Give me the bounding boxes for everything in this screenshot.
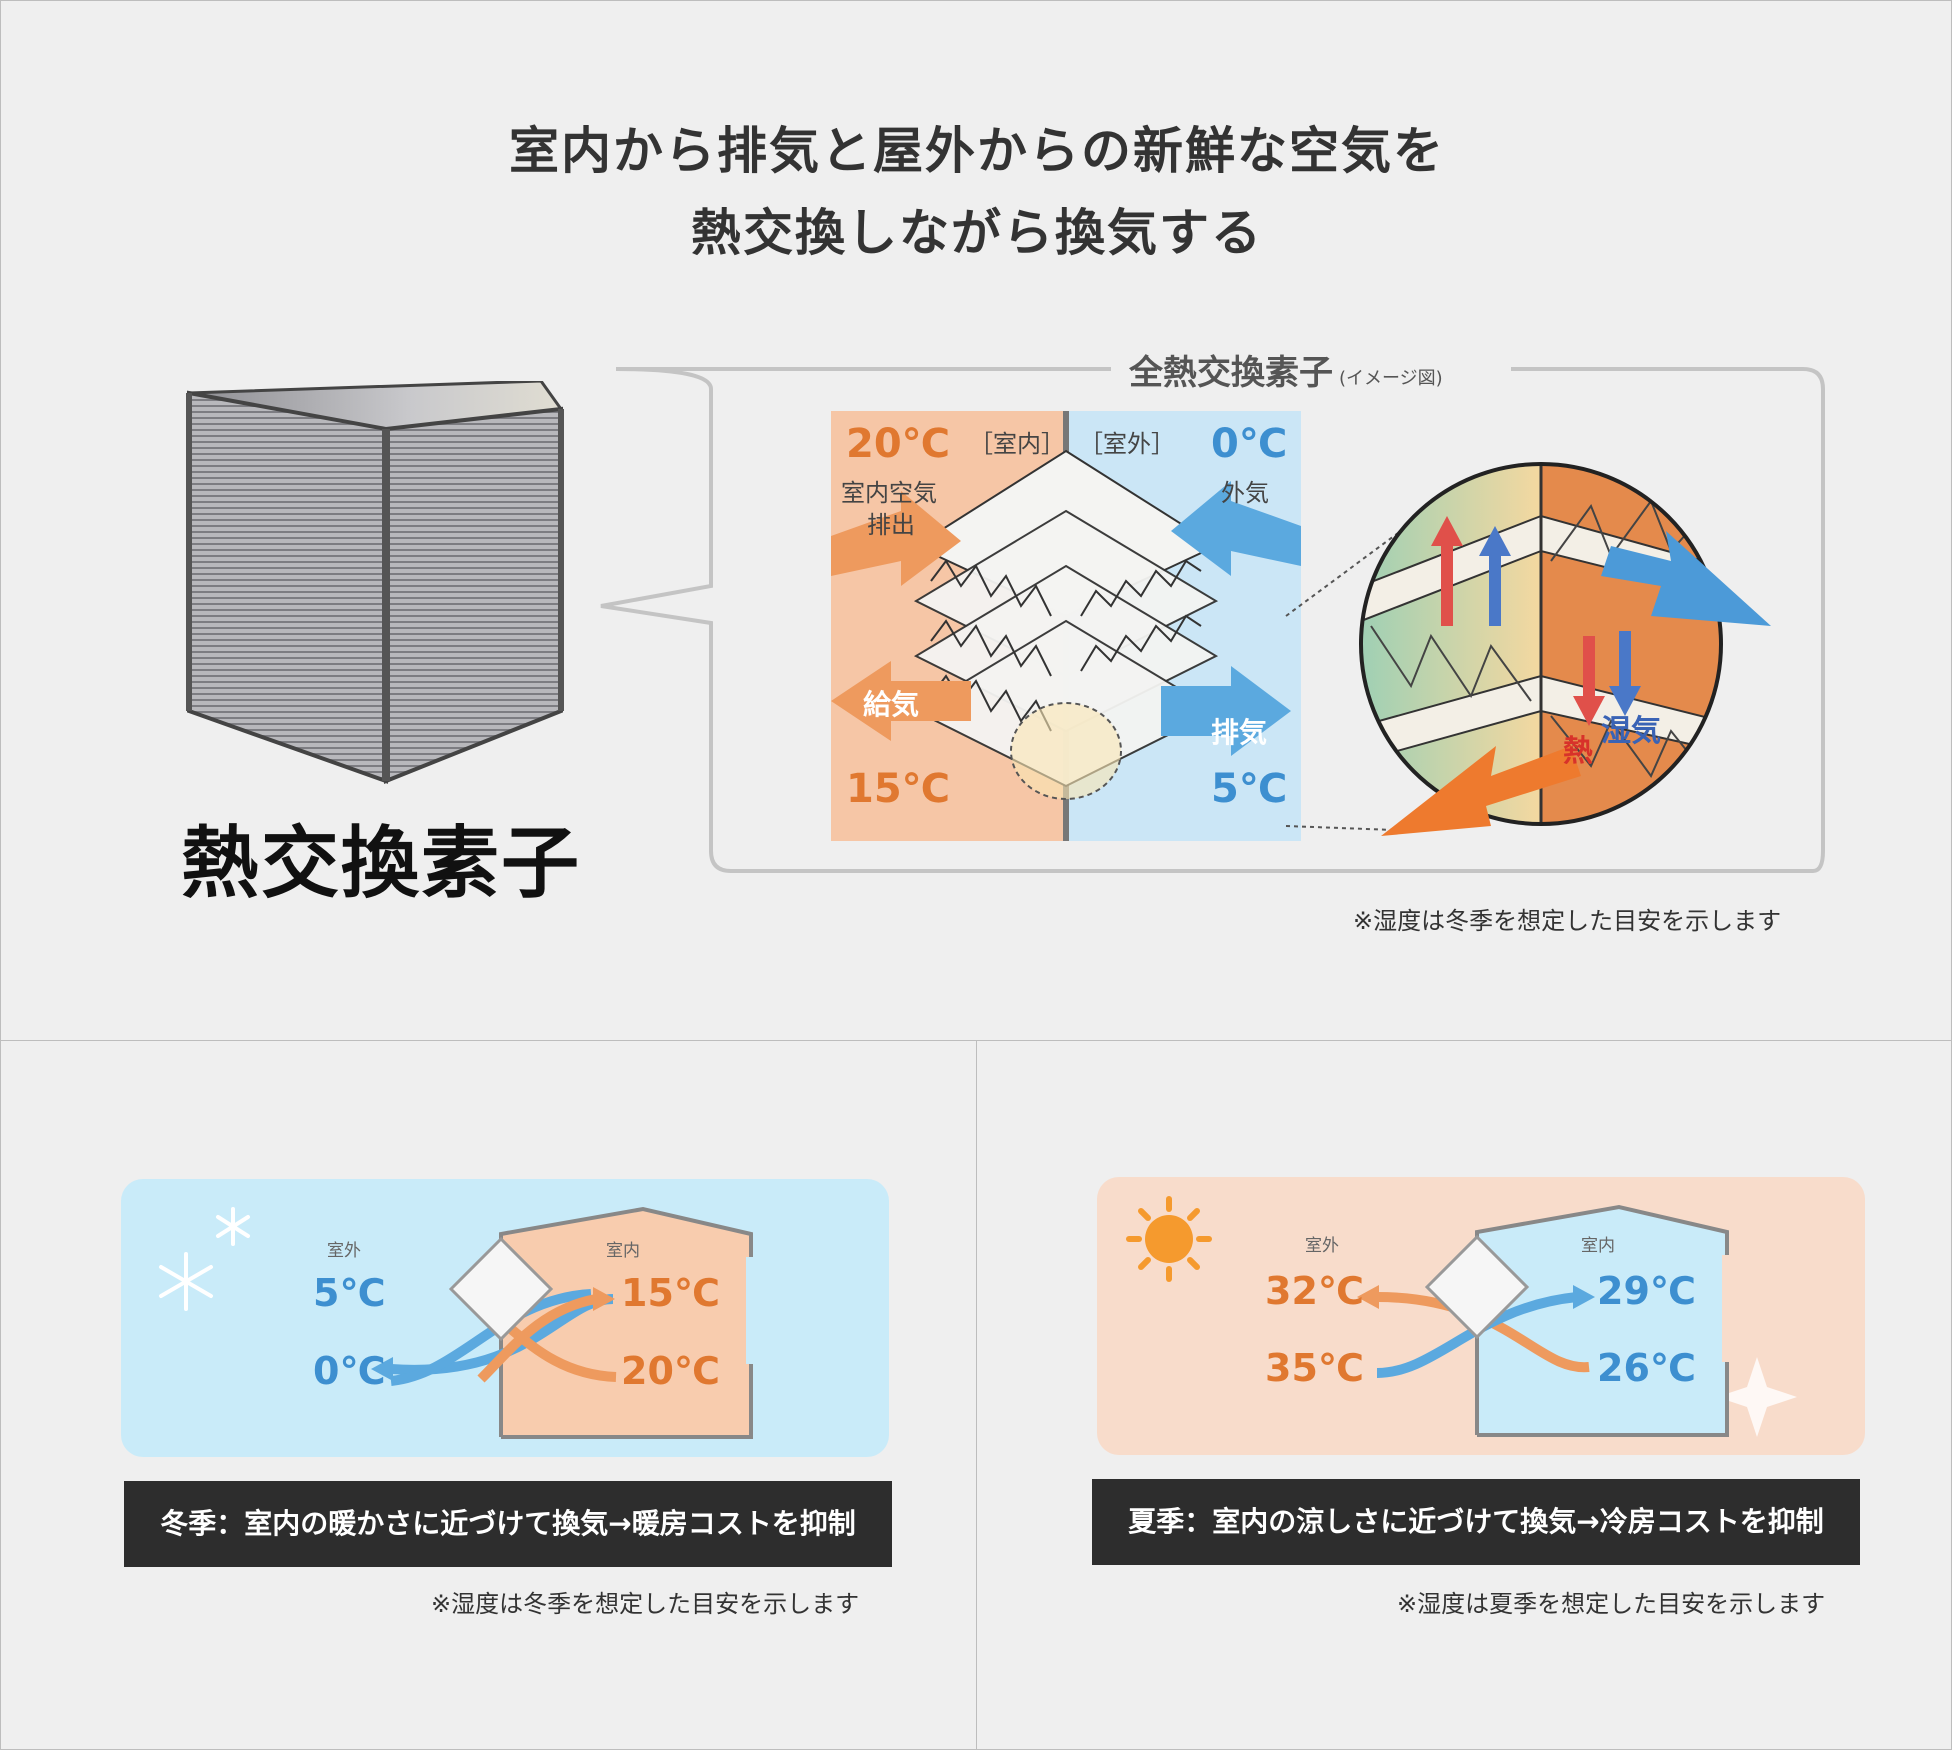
winter-indoor-label: 室内	[606, 1241, 640, 1261]
moisture-label: 湿気	[1601, 714, 1661, 749]
summer-panel: 室外 室内 32℃ 35℃ 29℃ 26℃ 夏季：室内の涼しさに近づけて換気→冷…	[976, 1040, 1952, 1750]
heat-label: 熱	[1563, 734, 1593, 769]
callout-title-text: 全熱交換素子	[1129, 353, 1333, 393]
sun-icon	[1126, 1196, 1212, 1282]
summer-outdoor-out-temp: 32℃	[1265, 1269, 1364, 1313]
magnified-view	[1285, 462, 1771, 836]
headline-line-2: 熱交換しながら換気する	[691, 204, 1263, 262]
winter-panel: 室外 室内 5℃ 0℃ 15℃ 20℃ 冬季：室内の暖かさに近づけて換気→暖房コ…	[0, 1040, 977, 1750]
supply-label: 給気	[863, 688, 920, 721]
summer-diagram	[1126, 1196, 1797, 1437]
indoor-tag: ［室内］	[969, 430, 1065, 458]
snowflake-icon	[159, 1207, 250, 1311]
winter-indoor-out-temp: 20℃	[621, 1349, 720, 1393]
winter-caption: 冬季：室内の暖かさに近づけて換気→暖房コストを抑制	[124, 1481, 892, 1567]
winter-outdoor-in-temp: 0℃	[313, 1349, 386, 1393]
summer-note: ※湿度は夏季を想定した目安を示します	[1397, 1590, 1826, 1618]
heat-exchange-element-label: 熱交換素子	[181, 819, 582, 909]
indoor-exhaust-temp: 20℃	[846, 421, 951, 467]
summer-indoor-in-temp: 29℃	[1597, 1269, 1696, 1313]
exchanger-diagram	[831, 411, 1301, 841]
exhaust-temp: 5℃	[1211, 766, 1288, 812]
summer-indoor-out-temp: 26℃	[1597, 1346, 1696, 1390]
summer-outdoor-label: 室外	[1305, 1236, 1339, 1256]
winter-outdoor-label: 室外	[327, 1241, 361, 1261]
indoor-exhaust-label-2: 排出	[867, 511, 915, 539]
summer-outdoor-in-temp: 35℃	[1265, 1346, 1364, 1390]
winter-diagram	[159, 1206, 753, 1439]
callout-frame	[600, 367, 1825, 873]
winter-outdoor-out-temp: 5℃	[313, 1271, 386, 1315]
callout-note: ※湿度は冬季を想定した目安を示します	[1353, 907, 1782, 935]
supply-temp: 15℃	[846, 766, 951, 812]
outdoor-air-label: 外気	[1221, 479, 1269, 507]
callout-title: 全熱交換素子 (イメージ図)	[1111, 345, 1461, 394]
outdoor-tag: ［室外］	[1079, 430, 1175, 458]
indoor-exhaust-label-1: 室内空気	[841, 479, 937, 507]
winter-note: ※湿度は冬季を想定した目安を示します	[431, 1590, 860, 1618]
outdoor-air-temp: 0℃	[1211, 421, 1288, 467]
heat-exchange-element-image	[186, 381, 564, 784]
top-panel: 室内から排気と屋外からの新鮮な空気を 熱交換しながら換気する 熱交換素子	[0, 0, 1952, 1041]
callout-title-note: (イメージ図)	[1339, 368, 1443, 389]
summer-caption: 夏季：室内の涼しさに近づけて換気→冷房コストを抑制	[1092, 1479, 1860, 1565]
exhaust-label: 排気	[1211, 716, 1268, 749]
winter-indoor-in-temp: 15℃	[621, 1271, 720, 1315]
headline-line-1: 室内から排気と屋外からの新鮮な空気を	[509, 122, 1445, 180]
summer-indoor-label: 室内	[1581, 1236, 1615, 1256]
